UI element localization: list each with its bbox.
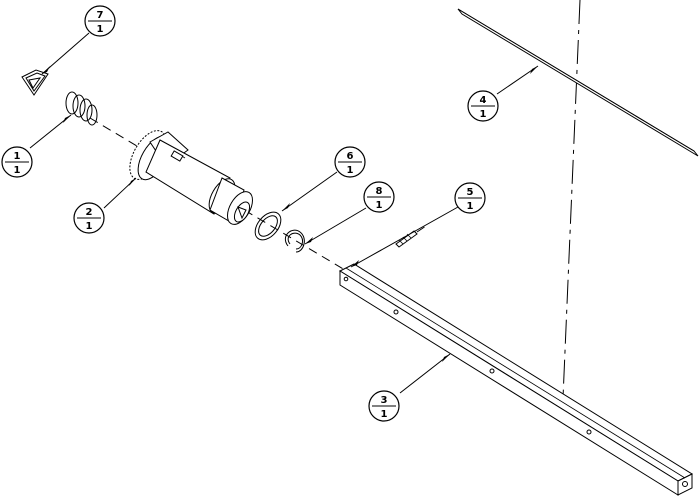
callout-quantity: 1 [14, 165, 21, 176]
callout-item-2: 21 [73, 202, 105, 234]
callout-item-number: 7 [97, 10, 104, 21]
callout-quantity: 1 [467, 201, 474, 212]
callout-quantity: 1 [480, 109, 487, 120]
leader-lines [29, 32, 539, 394]
arrow-7 [42, 66, 50, 74]
callout-item-7: 71 [84, 5, 116, 37]
leader-5 [350, 206, 459, 268]
part-5-pin [395, 225, 427, 248]
part-3-square-tube [338, 263, 694, 496]
callout-quantity: 1 [86, 221, 93, 232]
leader-3 [399, 353, 451, 394]
callout-item-number: 4 [480, 95, 487, 106]
callout-item-number: 8 [376, 186, 383, 197]
part-2-gear-shaft [129, 130, 253, 225]
part-7-washer [21, 69, 49, 96]
callout-item-1: 11 [1, 146, 33, 178]
part-4-strip [457, 8, 699, 157]
callout-item-number: 2 [86, 207, 93, 218]
callout-quantity: 1 [376, 200, 383, 211]
callout-item-3: 31 [368, 390, 400, 422]
callout-item-5: 51 [454, 182, 486, 214]
leader-6 [281, 171, 338, 212]
part-6-o-ring [254, 211, 282, 241]
leader-8 [304, 207, 367, 245]
leader-7 [41, 32, 90, 75]
part-8-clip [284, 229, 305, 253]
callout-quantity: 1 [347, 165, 354, 176]
callout-item-number: 6 [347, 151, 354, 162]
callout-quantity: 1 [97, 24, 104, 35]
callout-quantity: 1 [381, 409, 388, 420]
shaft-centerline [89, 117, 346, 271]
callout-item-number: 3 [381, 395, 388, 406]
callout-item-4: 41 [467, 90, 499, 122]
callout-item-6: 61 [334, 146, 366, 178]
part-1-spring [65, 91, 98, 126]
vertical-centerline [562, 0, 581, 399]
callout-item-number: 1 [14, 151, 21, 162]
callout-item-number: 5 [467, 187, 474, 198]
callout-item-8: 81 [363, 181, 395, 213]
leader-4 [496, 65, 539, 95]
